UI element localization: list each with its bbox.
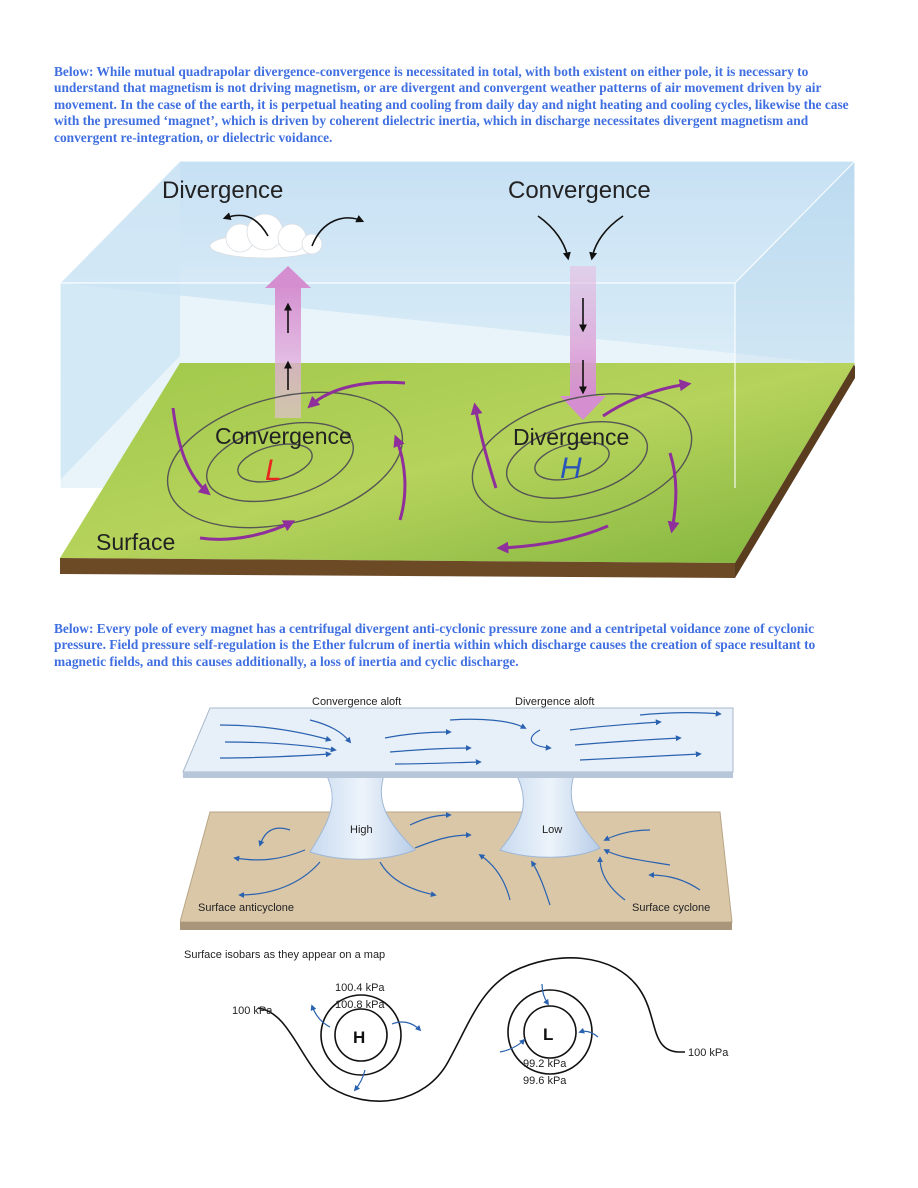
low-pressure-letter: L — [265, 454, 282, 487]
high-inner-isobar — [334, 1008, 388, 1062]
low-inner-label: 99.2 kPa — [523, 1058, 567, 1070]
high-inner-label: 100.8 kPa — [335, 999, 385, 1011]
surface-isobars-map: Surface isobars as they appear on a map … — [184, 949, 729, 1102]
caption-middle: Below: Every pole of every magnet has a … — [54, 621, 816, 669]
diverge-right-arrow — [311, 214, 365, 247]
high-pressure-letter: H — [560, 452, 582, 485]
rising-air-column — [265, 266, 311, 418]
low-inner-isobar — [523, 1005, 577, 1059]
left-isobar-label: 100 kPa — [232, 1005, 273, 1017]
high-letter: H — [353, 1028, 365, 1047]
convergence-aloft-label: Convergence — [508, 177, 651, 204]
high-outer-isobar — [320, 994, 402, 1076]
surface-label: Surface — [96, 529, 175, 555]
high-outer-label: 100.4 kPa — [335, 982, 385, 994]
surface-cyclone-label: Surface cyclone — [632, 902, 710, 914]
converge-right-arrow — [589, 215, 624, 261]
converge-left-arrow — [537, 215, 571, 261]
diverge-left-arrow — [222, 212, 269, 237]
low-funnel — [499, 771, 601, 858]
divergence-aloft-label: Divergence aloft — [515, 696, 595, 708]
outer-isobar-line — [257, 957, 685, 1102]
low-label: Low — [542, 824, 562, 836]
convergence-surface-label: Convergence — [215, 423, 352, 449]
high-label: High — [350, 824, 373, 836]
surface-anticyclone-label: Surface anticyclone — [198, 902, 294, 914]
right-isobar-label: 100 kPa — [688, 1047, 729, 1059]
low-outer-label: 99.6 kPa — [523, 1075, 567, 1087]
ground-surface — [60, 363, 855, 563]
low-isobars — [166, 391, 404, 529]
aloft-flow-arrows — [219, 710, 722, 766]
convergence-divergence-box-diagram: Divergence Convergence Convergence Diver… — [60, 160, 856, 578]
isobar-wind-arrows — [310, 983, 599, 1092]
divergence-surface-label: Divergence — [513, 424, 629, 450]
divergence-aloft-label: Divergence — [162, 177, 283, 204]
isobar-map-title: Surface isobars as they appear on a map — [184, 949, 385, 961]
cyclone-anticyclone-diagram: Convergence aloft Divergence aloft — [180, 696, 734, 930]
low-inflow-arrows — [171, 380, 407, 541]
low-outer-isobar — [507, 989, 593, 1075]
low-letter: L — [543, 1025, 553, 1044]
sinking-air-column — [560, 266, 606, 420]
high-isobars — [471, 393, 693, 523]
surface-flow-arrows — [233, 812, 701, 906]
caption-top: Below: While mutual quadrapolar divergen… — [54, 64, 849, 145]
high-outflow-arrows — [470, 379, 692, 554]
high-funnel — [309, 771, 416, 860]
convergence-aloft-label: Convergence aloft — [312, 696, 401, 708]
